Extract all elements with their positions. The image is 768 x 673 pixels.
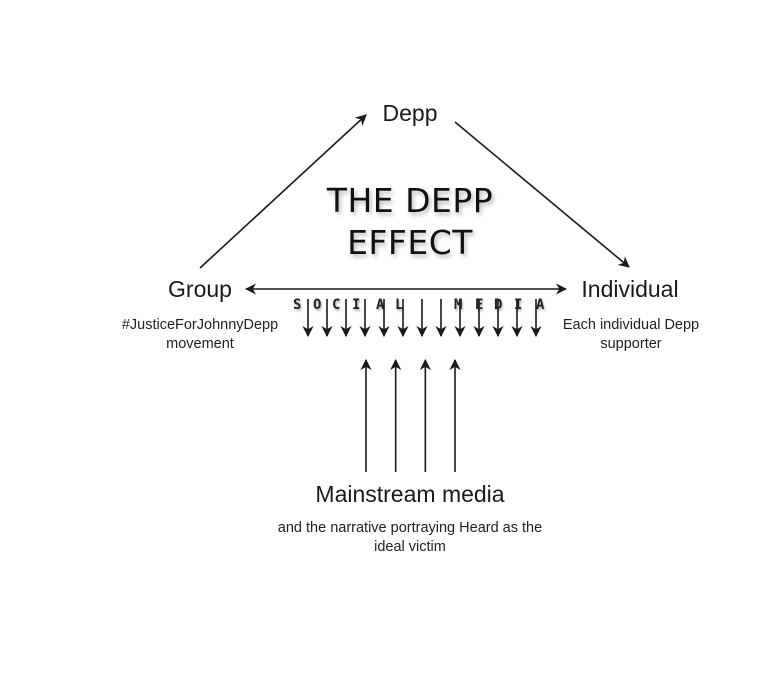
node-individual-label: Individual xyxy=(581,276,679,302)
social-media-letter: E xyxy=(475,297,484,313)
social-media-letter: D xyxy=(494,297,503,313)
social-media-letter: S xyxy=(293,297,302,313)
node-group-label: Group xyxy=(168,276,232,302)
node-individual-description: Each individual Depp supporter xyxy=(548,316,714,354)
node-depp-label: Depp xyxy=(382,100,438,126)
node-mainstream-media-description: and the narrative portraying Heard as th… xyxy=(230,519,590,557)
mainstream-media-up-arrows xyxy=(360,358,461,472)
social-media-down-arrows xyxy=(302,299,542,338)
social-media-letter: A xyxy=(376,297,385,313)
social-media-letter: C xyxy=(332,297,341,313)
social-media-letter: L xyxy=(395,297,404,313)
social-media-letter: I xyxy=(514,297,523,313)
group-description-line-2: movement xyxy=(166,336,234,352)
arrow-group-to-depp xyxy=(199,114,367,269)
individual-description-line-1: Each individual Depp xyxy=(562,317,700,333)
social-media-letter: I xyxy=(352,297,361,313)
diagram-title: THE DEPP EFFECT xyxy=(300,180,520,264)
group-description-line-1: #JusticeForJohnnyDepp xyxy=(121,317,279,333)
arrow-depp-to-individual xyxy=(454,121,630,268)
title-line-2: EFFECT xyxy=(347,223,473,262)
node-mainstream-media-label: Mainstream media xyxy=(315,481,505,507)
node-group-description: #JusticeForJohnnyDepp movement xyxy=(95,316,305,354)
social-media-letter: A xyxy=(536,297,545,313)
mainstream-description-line-1: and the narrative portraying Heard as th… xyxy=(277,520,543,536)
social-media-letter: M xyxy=(454,297,463,313)
individual-description-line-2: supporter xyxy=(600,336,662,352)
mainstream-description-line-2: ideal victim xyxy=(374,539,446,555)
social-media-letter: O xyxy=(313,297,322,313)
title-line-1: THE DEPP xyxy=(326,181,494,220)
